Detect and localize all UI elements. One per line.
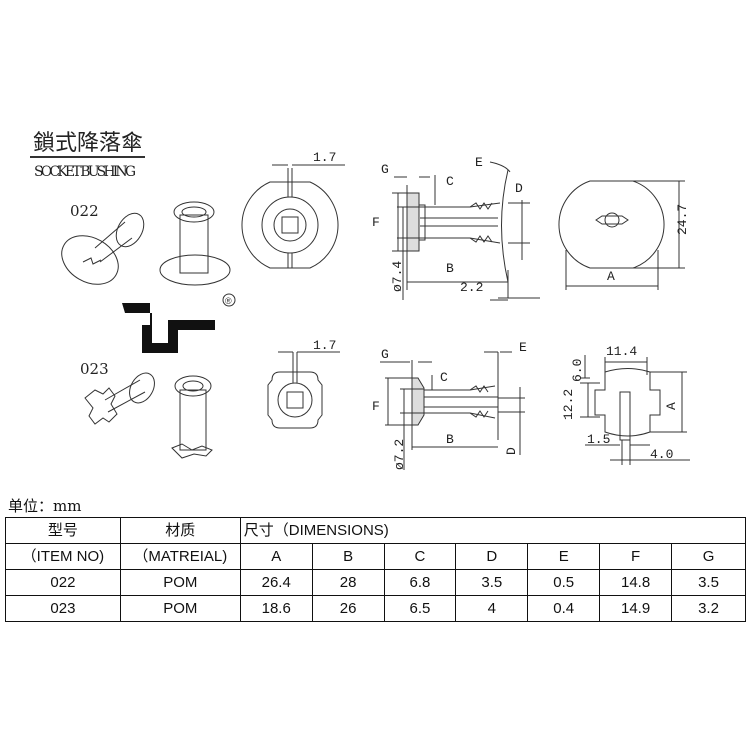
- dim-022-D: D: [515, 181, 523, 196]
- cell-value: 14.9: [599, 595, 673, 622]
- dim-022-dia: ø7.4: [390, 261, 405, 292]
- dim-022-F: F: [372, 215, 380, 230]
- header-material-en: （MATREIAL): [119, 543, 241, 570]
- item-023-front-view: [267, 351, 340, 429]
- column-header: C: [383, 543, 457, 570]
- cell-value: 18.6: [239, 595, 313, 622]
- item-023-label: 023: [80, 360, 109, 378]
- item-022-rear-view: [558, 180, 685, 290]
- title-cn: 鎖式降落傘: [33, 131, 143, 156]
- cell-material: POM: [119, 569, 241, 596]
- cell-value: 28: [311, 569, 385, 596]
- dim-022-slot: 1.7: [313, 150, 336, 165]
- header-dimensions: 尺寸（DIMENSIONS): [239, 517, 747, 544]
- cell-value: 3.5: [671, 569, 746, 596]
- dim-022-A: A: [607, 269, 615, 284]
- header-item-en: （ITEM NO): [5, 543, 121, 570]
- dim-023-D: D: [504, 447, 519, 455]
- cell-value: 26.4: [239, 569, 313, 596]
- dim-023-E: E: [519, 340, 527, 355]
- cell-value: 6.8: [383, 569, 457, 596]
- table-header-row: 型号 材质 尺寸（DIMENSIONS): [5, 517, 747, 544]
- cell-item: 023: [5, 595, 121, 622]
- cell-value: 3.5: [455, 569, 529, 596]
- column-header: E: [527, 543, 601, 570]
- dim-023-G: G: [381, 347, 389, 362]
- item-023-isometric: [84, 372, 213, 459]
- item-022-front-view: [241, 164, 345, 269]
- column-header: D: [455, 543, 529, 570]
- cell-value: 6.5: [383, 595, 457, 622]
- unit-label: 单位：mm: [8, 497, 82, 515]
- dim-023-A: A: [664, 402, 679, 410]
- column-header: G: [671, 543, 746, 570]
- cell-value: 0.5: [527, 569, 601, 596]
- dim-022-tip: 2.2: [460, 280, 483, 295]
- cell-value: 3.2: [671, 595, 746, 622]
- column-header: A: [239, 543, 313, 570]
- item-022-label: 022: [70, 202, 99, 220]
- header-material-cn: 材质: [119, 517, 241, 544]
- item-022-isometric: [61, 201, 231, 286]
- column-header: B: [311, 543, 385, 570]
- item-023-side-view: [380, 351, 525, 470]
- cell-item: 022: [5, 569, 121, 596]
- cell-value: 14.8: [599, 569, 673, 596]
- dim-023-w1: 11.4: [606, 344, 637, 359]
- dim-023-h2: 12.2: [561, 389, 576, 420]
- dim-023-h1: 6.0: [570, 359, 585, 382]
- registered-mark: [222, 293, 236, 307]
- dim-023-C: C: [440, 370, 448, 385]
- dim-022-B: B: [446, 261, 454, 276]
- dim-023-w2: 1.5: [587, 432, 610, 447]
- cell-value: 26: [311, 595, 385, 622]
- dimensions-table: 型号 材质 尺寸（DIMENSIONS) （ITEM NO) （MATREIAL…: [5, 517, 747, 622]
- registered-symbol: ®: [225, 296, 232, 306]
- dim-023-B: B: [446, 432, 454, 447]
- dim-022-E: E: [475, 155, 483, 170]
- dim-022-height: 24.7: [675, 204, 690, 235]
- title-en: SOCKET BUSHING: [34, 164, 136, 180]
- cell-value: 4: [455, 595, 529, 622]
- dim-023-F: F: [372, 399, 380, 414]
- item-022-side-view: [392, 161, 540, 301]
- dim-022-C: C: [446, 174, 454, 189]
- table-row: 022 POM 26.4 28 6.8 3.5 0.5 14.8 3.5: [5, 569, 746, 596]
- dim-022-G: G: [381, 162, 389, 177]
- technical-drawing: 鎖式降落傘 SOCKET BUSHING 022 ® 023 1.7: [30, 131, 690, 470]
- dim-023-w3: 4.0: [650, 447, 673, 462]
- header-item-cn: 型号: [5, 517, 121, 544]
- item-023-rear-view: [580, 355, 690, 465]
- column-header: F: [599, 543, 673, 570]
- cell-material: POM: [119, 595, 241, 622]
- cell-value: 0.4: [527, 595, 601, 622]
- table-row: 023 POM 18.6 26 6.5 4 0.4 14.9 3.2: [5, 595, 746, 622]
- brand-logo: [122, 303, 215, 353]
- table-subheader-row: （ITEM NO) （MATREIAL) A B C D E F G: [5, 543, 746, 570]
- dim-023-dia: ø7.2: [392, 439, 407, 470]
- dim-023-slot: 1.7: [313, 338, 336, 353]
